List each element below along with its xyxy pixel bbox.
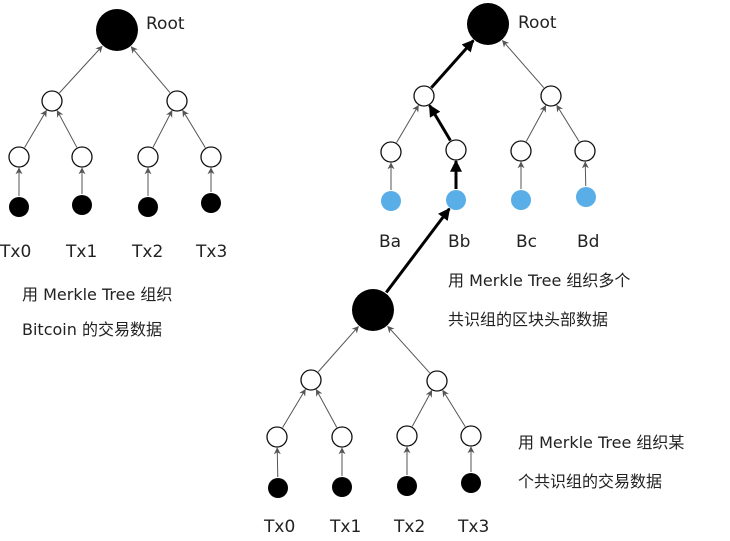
tree-node-R_m2 bbox=[540, 85, 562, 107]
bottom-caption-line-2: 个共识组的交易数据 bbox=[518, 472, 663, 491]
bottom-leaf-label-tx1: Tx1 bbox=[330, 517, 362, 537]
tree-node-R_h2 bbox=[510, 140, 532, 162]
tree-edge-arrow-B_m1-to-B_root bbox=[317, 325, 359, 373]
tree-edge-arrow-L_h0-to-L_m1 bbox=[24, 109, 47, 148]
bottom-leaf-label-tx2: Tx2 bbox=[394, 517, 426, 537]
tree-edge-arrow-L_h2-to-L_m2 bbox=[152, 110, 173, 148]
left-caption-line-1: 用 Merkle Tree 组织 bbox=[22, 285, 173, 304]
tree-node-L_root bbox=[96, 9, 138, 51]
tree-node-R_h1 bbox=[445, 139, 467, 161]
tree-edge-arrow-B_h2-to-B_m2 bbox=[411, 390, 433, 427]
tree-edge-arrow-B_h0-to-B_m1 bbox=[282, 388, 306, 428]
tree-node-L_t1 bbox=[72, 195, 92, 215]
tree-edge-arrow-R_m2-to-R_root bbox=[502, 40, 545, 89]
bottom-leaf-label-tx3: Tx3 bbox=[458, 517, 490, 537]
tree-edge-arrow-L_m1-to-L_root bbox=[59, 45, 103, 94]
tree-node-B_root bbox=[352, 289, 394, 331]
tree-node-B_t3 bbox=[461, 473, 481, 493]
left-leaf-label-tx1: Tx1 bbox=[66, 242, 98, 262]
left-leaf-label-tx3: Tx3 bbox=[196, 242, 228, 262]
tree-edges bbox=[15, 39, 589, 478]
tree-node-B_h1 bbox=[331, 426, 353, 448]
tree-node-B_t2 bbox=[397, 476, 417, 496]
bold-path-arrow-R_m1-to-R_root bbox=[430, 39, 475, 89]
tree-node-L_t0 bbox=[9, 197, 29, 217]
tree-node-R_b2 bbox=[511, 190, 531, 210]
right-root-label: Root bbox=[518, 13, 557, 33]
tree-node-R_b1 bbox=[446, 190, 466, 210]
tree-edge-arrow-B_h3-to-B_m2 bbox=[442, 389, 466, 427]
left-leaf-label-tx2: Tx2 bbox=[132, 242, 164, 262]
tree-node-L_m1 bbox=[41, 90, 63, 112]
tree-node-B_t1 bbox=[332, 477, 352, 497]
bottom-caption-line-1: 用 Merkle Tree 组织某 bbox=[518, 433, 685, 452]
left-root-label: Root bbox=[146, 14, 185, 34]
tree-node-L_h1 bbox=[71, 146, 93, 168]
tree-node-R_b0 bbox=[381, 191, 401, 211]
tree-edge-arrow-L_m2-to-L_root bbox=[130, 46, 171, 93]
tree-edge-arrow-R_h0-to-R_m1 bbox=[396, 104, 419, 143]
tree-node-R_h0 bbox=[380, 141, 402, 163]
tree-node-B_h2 bbox=[396, 425, 418, 447]
tree-edge-arrow-R_h3-to-R_m2 bbox=[556, 104, 580, 142]
tree-edge-arrow-L_h1-to-L_m1 bbox=[56, 110, 78, 148]
tree-node-L_h0 bbox=[8, 146, 30, 168]
tree-node-B_h3 bbox=[460, 425, 482, 447]
tree-node-R_h3 bbox=[574, 140, 596, 162]
right-leaf-label-bd: Bd bbox=[577, 232, 600, 252]
tree-edge-arrow-B_h1-to-B_m1 bbox=[315, 389, 338, 428]
tree-node-B_h0 bbox=[266, 426, 288, 448]
right-caption-line-2: 共识组的区块头部数据 bbox=[448, 310, 609, 329]
tree-node-B_m2 bbox=[426, 370, 448, 392]
left-leaf-label-tx0: Tx0 bbox=[0, 242, 32, 262]
right-leaf-label-bc: Bc bbox=[516, 232, 538, 252]
tree-node-L_h2 bbox=[137, 146, 159, 168]
tree-edge-arrow-R_h2-to-R_m2 bbox=[525, 105, 547, 142]
tree-node-L_t3 bbox=[201, 193, 221, 213]
bottom-leaf-label-tx0: Tx0 bbox=[264, 517, 296, 537]
tree-node-L_t2 bbox=[138, 197, 158, 217]
tree-node-R_b3 bbox=[576, 187, 596, 207]
bold-path-arrow-R_h1-to-R_m1 bbox=[428, 104, 452, 142]
tree-node-L_h3 bbox=[200, 146, 222, 168]
tree-node-R_m1 bbox=[413, 85, 435, 107]
tree-node-L_m2 bbox=[166, 90, 188, 112]
tree-edge-arrow-B_m2-to-B_root bbox=[387, 325, 431, 374]
left-caption-line-2: Bitcoin 的交易数据 bbox=[22, 320, 162, 339]
bold-path-arrow-B_root-to-R_b1 bbox=[385, 207, 451, 294]
tree-nodes bbox=[8, 3, 596, 498]
tree-edge-arrow-R_b3-to-R_h3 bbox=[581, 161, 589, 187]
right-leaf-label-ba: Ba bbox=[379, 232, 402, 252]
tree-edge-arrow-B_t0-to-B_h0 bbox=[273, 447, 281, 478]
right-caption-line-1: 用 Merkle Tree 组织多个 bbox=[448, 271, 631, 290]
tree-node-B_t0 bbox=[268, 478, 288, 498]
tree-edge-arrow-L_h3-to-L_m2 bbox=[182, 109, 206, 148]
tree-node-R_root bbox=[467, 3, 509, 45]
right-leaf-label-bb: Bb bbox=[448, 232, 471, 252]
tree-node-B_m1 bbox=[300, 369, 322, 391]
